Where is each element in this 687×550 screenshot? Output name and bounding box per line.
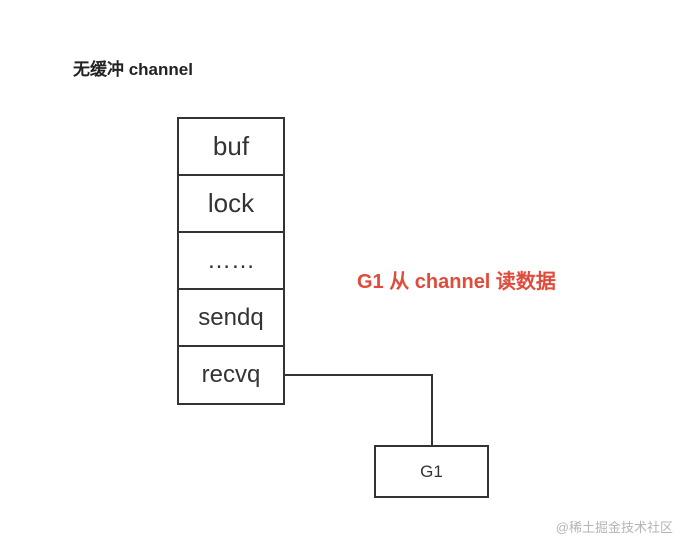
field-ellipsis: …… — [179, 233, 283, 290]
goroutine-g1-label: G1 — [420, 461, 443, 481]
annotation-text: G1 从 channel 读数据 — [357, 271, 556, 293]
field-sendq: sendq — [179, 290, 283, 347]
connector-line — [285, 374, 433, 446]
field-buf: buf — [179, 119, 283, 176]
watermark: @稀土掘金技术社区 — [555, 520, 673, 535]
goroutine-g1-box: G1 — [374, 445, 489, 498]
channel-struct: buf lock …… sendq recvq — [177, 117, 285, 405]
field-lock: lock — [179, 176, 283, 233]
field-recvq: recvq — [201, 361, 261, 388]
diagram-title: 无缓冲 channel — [73, 60, 193, 79]
